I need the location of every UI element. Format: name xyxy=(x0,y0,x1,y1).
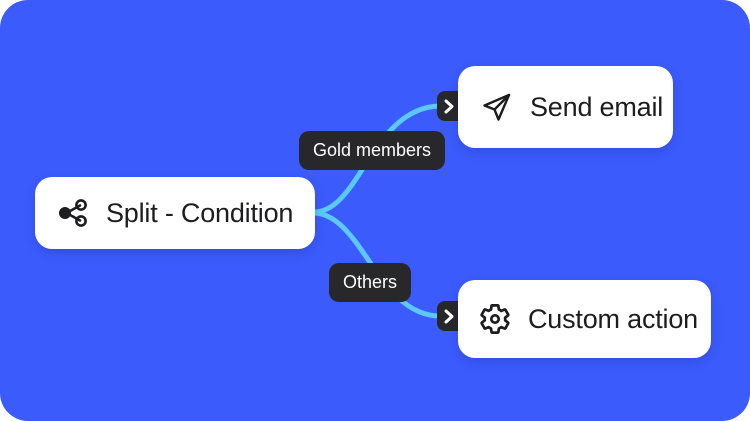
node-send-email[interactable]: Send email xyxy=(458,66,673,148)
node-split-condition[interactable]: Split - Condition xyxy=(35,177,315,249)
node-send-email-label: Send email xyxy=(530,91,664,122)
node-split-condition-label: Split - Condition xyxy=(106,197,294,228)
edge-label-others[interactable]: Others xyxy=(329,263,412,302)
paper-plane-icon xyxy=(480,90,514,124)
chevron-right-icon xyxy=(444,309,454,323)
edge-label-gold-members[interactable]: Gold members xyxy=(299,131,446,170)
gear-icon xyxy=(478,302,512,336)
share-split-icon xyxy=(55,196,89,230)
chevron-right-icon xyxy=(444,99,454,113)
node-custom-action[interactable]: Custom action xyxy=(458,280,711,358)
node-custom-action-label: Custom action xyxy=(528,303,698,334)
